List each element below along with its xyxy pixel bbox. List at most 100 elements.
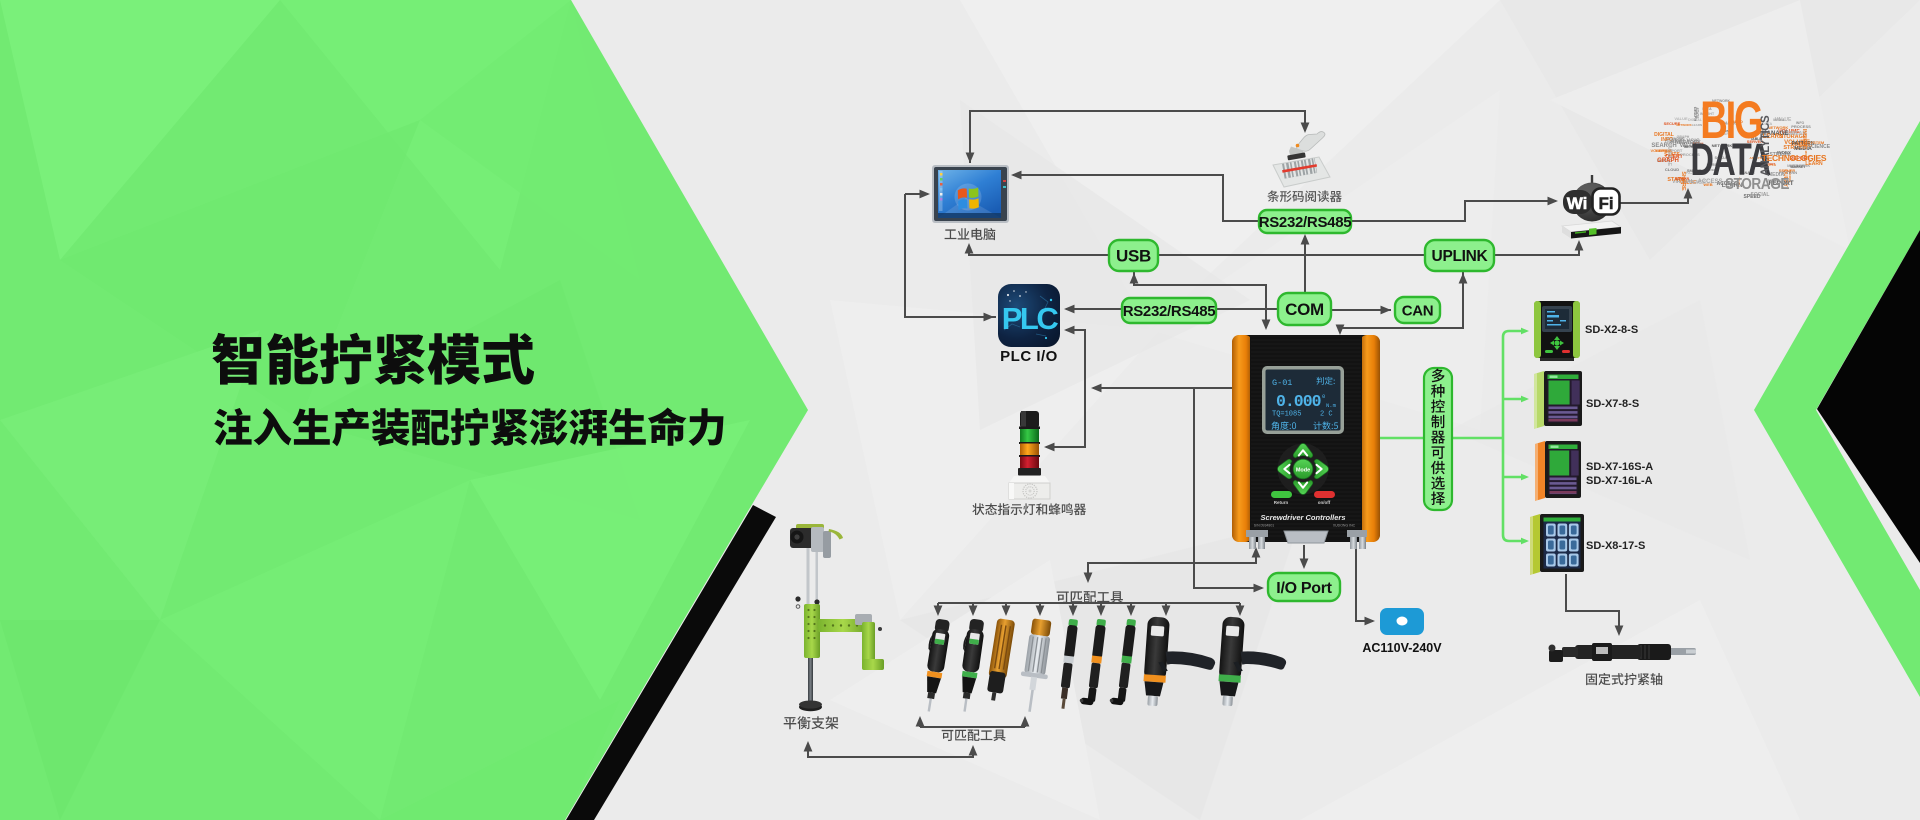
svg-text:REPORT: REPORT <box>1790 156 1811 162</box>
svg-text:PLC I/O: PLC I/O <box>1000 348 1058 365</box>
svg-text:MINING: MINING <box>1721 129 1732 133</box>
svg-text:INFO: INFO <box>1661 137 1673 143</box>
svg-text:DIGITAL: DIGITAL <box>1688 118 1703 122</box>
svg-text:DATA: DATA <box>1762 121 1773 126</box>
svg-text:SOCIAL: SOCIAL <box>1751 192 1770 198</box>
svg-text:SD-X7-8-S: SD-X7-8-S <box>1586 398 1639 410</box>
svg-text:on/off: on/off <box>1318 500 1331 505</box>
svg-text:SYSTEM: SYSTEM <box>1808 140 1825 145</box>
svg-text:DIGITAL: DIGITAL <box>1665 139 1683 144</box>
svg-text:NETWORK: NETWORK <box>1675 140 1701 146</box>
svg-text:Screwdriver Controllers: Screwdriver Controllers <box>1260 513 1345 522</box>
svg-text:MANAGE: MANAGE <box>1666 144 1672 167</box>
svg-text:REPORT: REPORT <box>1763 162 1776 166</box>
svg-text:LEARN: LEARN <box>1805 161 1823 167</box>
svg-text:VOLUME: VOLUME <box>1784 140 1810 146</box>
svg-text:RS232/RS485: RS232/RS485 <box>1259 214 1352 231</box>
svg-text:AC110V-240V: AC110V-240V <box>1362 641 1442 655</box>
svg-text:MEDIA: MEDIA <box>1768 172 1785 178</box>
svg-text:RS232/RS485: RS232/RS485 <box>1123 303 1216 320</box>
svg-text:QUERY: QUERY <box>1665 154 1683 160</box>
svg-text:SECURE: SECURE <box>1788 170 1792 183</box>
svg-text:CAN: CAN <box>1402 302 1434 319</box>
svg-text:PROCESS: PROCESS <box>1791 124 1811 129</box>
svg-text:TECH: TECH <box>1736 177 1740 187</box>
svg-text:VIRTUAL: VIRTUAL <box>1655 148 1673 153</box>
svg-text:USB: USB <box>1116 247 1151 266</box>
svg-text:MANAGE: MANAGE <box>1762 131 1789 137</box>
svg-text:TRACK: TRACK <box>1688 180 1706 186</box>
svg-text:QUERY: QUERY <box>1782 169 1788 187</box>
svg-text:BIG: BIG <box>1700 90 1762 150</box>
svg-text:REPORT: REPORT <box>1666 148 1683 153</box>
svg-text:DIGITAL: DIGITAL <box>1657 159 1672 163</box>
svg-text:MINING: MINING <box>1791 141 1808 146</box>
svg-text:SEARCH: SEARCH <box>1651 143 1676 149</box>
svg-text:STREAM: STREAM <box>1707 162 1725 167</box>
svg-text:ACCESS: ACCESS <box>1686 170 1705 175</box>
svg-text:VALUE: VALUE <box>1775 117 1792 123</box>
svg-text:TRACK: TRACK <box>1722 121 1736 126</box>
svg-text:Mode: Mode <box>1296 468 1310 474</box>
svg-text:PATTERN: PATTERN <box>1792 141 1815 147</box>
svg-text:TREND: TREND <box>1729 119 1743 124</box>
svg-text:TECH: TECH <box>1693 141 1704 146</box>
svg-text:SMART: SMART <box>1687 168 1702 173</box>
svg-text:SPEED: SPEED <box>1744 194 1761 200</box>
svg-text:DATA: DATA <box>1720 146 1729 150</box>
svg-text:Wi: Wi <box>1567 194 1588 213</box>
svg-text:ANALYSIS: ANALYSIS <box>1750 156 1765 160</box>
svg-text:STATS: STATS <box>1664 152 1680 158</box>
svg-text:GRAPH: GRAPH <box>1657 158 1679 164</box>
svg-text:ANALYSIS: ANALYSIS <box>1670 139 1700 145</box>
svg-text:G-01: G-01 <box>1272 378 1292 388</box>
svg-text:MEDIA: MEDIA <box>1773 118 1785 122</box>
svg-text:VALUE: VALUE <box>1674 116 1688 121</box>
svg-text:GRAPH: GRAPH <box>1693 107 1698 122</box>
svg-text:INSIGHT: INSIGHT <box>1801 129 1807 149</box>
svg-text:PATTERN: PATTERN <box>1779 170 1797 175</box>
svg-text:NETWORK: NETWORK <box>1712 99 1731 103</box>
svg-text:WEB: WEB <box>1703 182 1712 187</box>
svg-text:VOLUME: VOLUME <box>1704 103 1721 108</box>
svg-text:STORAGE: STORAGE <box>1725 176 1790 193</box>
svg-text:NETWORK: NETWORK <box>1666 137 1685 141</box>
svg-text:VOLUME: VOLUME <box>1778 129 1800 135</box>
svg-text:UPLINK: UPLINK <box>1432 248 1489 265</box>
svg-text:XUDONG INC: XUDONG INC <box>1333 524 1356 528</box>
svg-text:SHARE: SHARE <box>1718 131 1732 136</box>
svg-text:0.000: 0.000 <box>1276 392 1321 411</box>
svg-text:TECHNOLOGIES: TECHNOLOGIES <box>1762 153 1827 163</box>
svg-text:VOLUME: VOLUME <box>1650 148 1667 153</box>
svg-text:LEARN: LEARN <box>1763 134 1784 140</box>
svg-text:SD-X2-8-S: SD-X2-8-S <box>1585 324 1638 336</box>
svg-text:ACCESS: ACCESS <box>1697 179 1722 185</box>
svg-text:STREAM: STREAM <box>1785 131 1806 137</box>
svg-text:NETWORK: NETWORK <box>1712 143 1733 148</box>
svg-text:VALUE: VALUE <box>1680 143 1697 149</box>
svg-text:MANAGE: MANAGE <box>1739 171 1755 175</box>
svg-text:INFO: INFO <box>1796 121 1805 125</box>
svg-text:BATCH: BATCH <box>1766 163 1776 167</box>
svg-text:LEARN: LEARN <box>1722 183 1743 189</box>
svg-text:N.m: N.m <box>1326 402 1337 409</box>
svg-text:SERVER: SERVER <box>1675 177 1690 181</box>
svg-text:DATA: DATA <box>1702 107 1712 111</box>
svg-text:SECURE: SECURE <box>1664 121 1681 126</box>
svg-text:MODEL: MODEL <box>1766 178 1783 183</box>
svg-text:NETWORK: NETWORK <box>1684 145 1703 149</box>
svg-text:MODEL: MODEL <box>1804 151 1808 162</box>
svg-text:NETWORK: NETWORK <box>1790 163 1811 168</box>
svg-text:STREAM: STREAM <box>1769 152 1790 158</box>
svg-text:MARKET: MARKET <box>1791 165 1807 169</box>
svg-text:ACCESS: ACCESS <box>1717 181 1739 187</box>
svg-text:SPEED: SPEED <box>1798 143 1812 148</box>
svg-text:STREAM: STREAM <box>1783 145 1807 151</box>
svg-text:SERVER: SERVER <box>1779 168 1795 173</box>
svg-text:I/O Port: I/O Port <box>1276 580 1332 597</box>
svg-text:SERVER: SERVER <box>1704 168 1717 172</box>
svg-text:0: 0 <box>1322 393 1325 400</box>
svg-text:COM: COM <box>1285 300 1324 319</box>
svg-text:SD-X7-16L-A: SD-X7-16L-A <box>1586 475 1653 487</box>
svg-text:STATS: STATS <box>1667 177 1685 183</box>
